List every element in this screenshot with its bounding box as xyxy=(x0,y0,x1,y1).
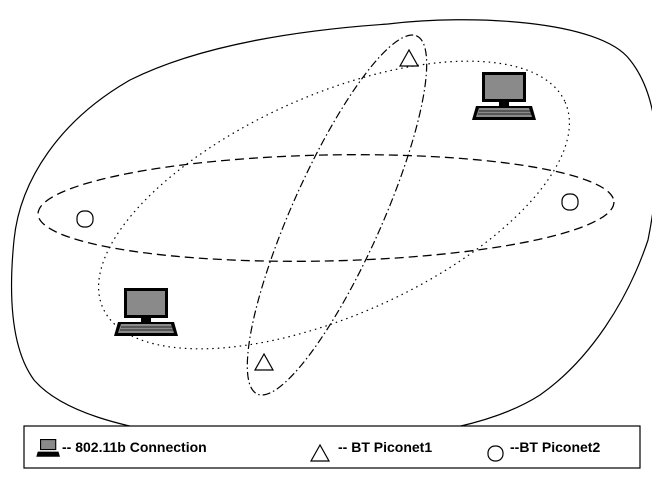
bt-piconet2-boundary xyxy=(37,154,615,262)
legend: -- 802.11b Connection -- BT Piconet1 --B… xyxy=(23,425,641,469)
bt-piconet1-boundary xyxy=(246,34,428,396)
legend-label-piconet1: -- BT Piconet1 xyxy=(338,439,432,455)
legend-label-piconet2: --BT Piconet2 xyxy=(510,439,600,455)
laptop-node-top-right xyxy=(471,71,537,121)
legend-frame xyxy=(23,425,641,469)
bt-piconet2-node-left xyxy=(76,210,94,228)
circle-icon xyxy=(487,445,504,462)
coverage-area-outline xyxy=(10,19,652,443)
bt-piconet1-node-top xyxy=(398,48,420,67)
laptop-node-bottom-left xyxy=(113,287,179,337)
legend-label-wifi: -- 802.11b Connection xyxy=(62,439,207,455)
triangle-icon xyxy=(309,443,331,462)
wifi-connection-boundary xyxy=(97,60,571,350)
bt-piconet2-node-right xyxy=(561,193,579,211)
bt-piconet1-node-bottom xyxy=(253,352,275,371)
laptop-icon xyxy=(36,439,60,457)
